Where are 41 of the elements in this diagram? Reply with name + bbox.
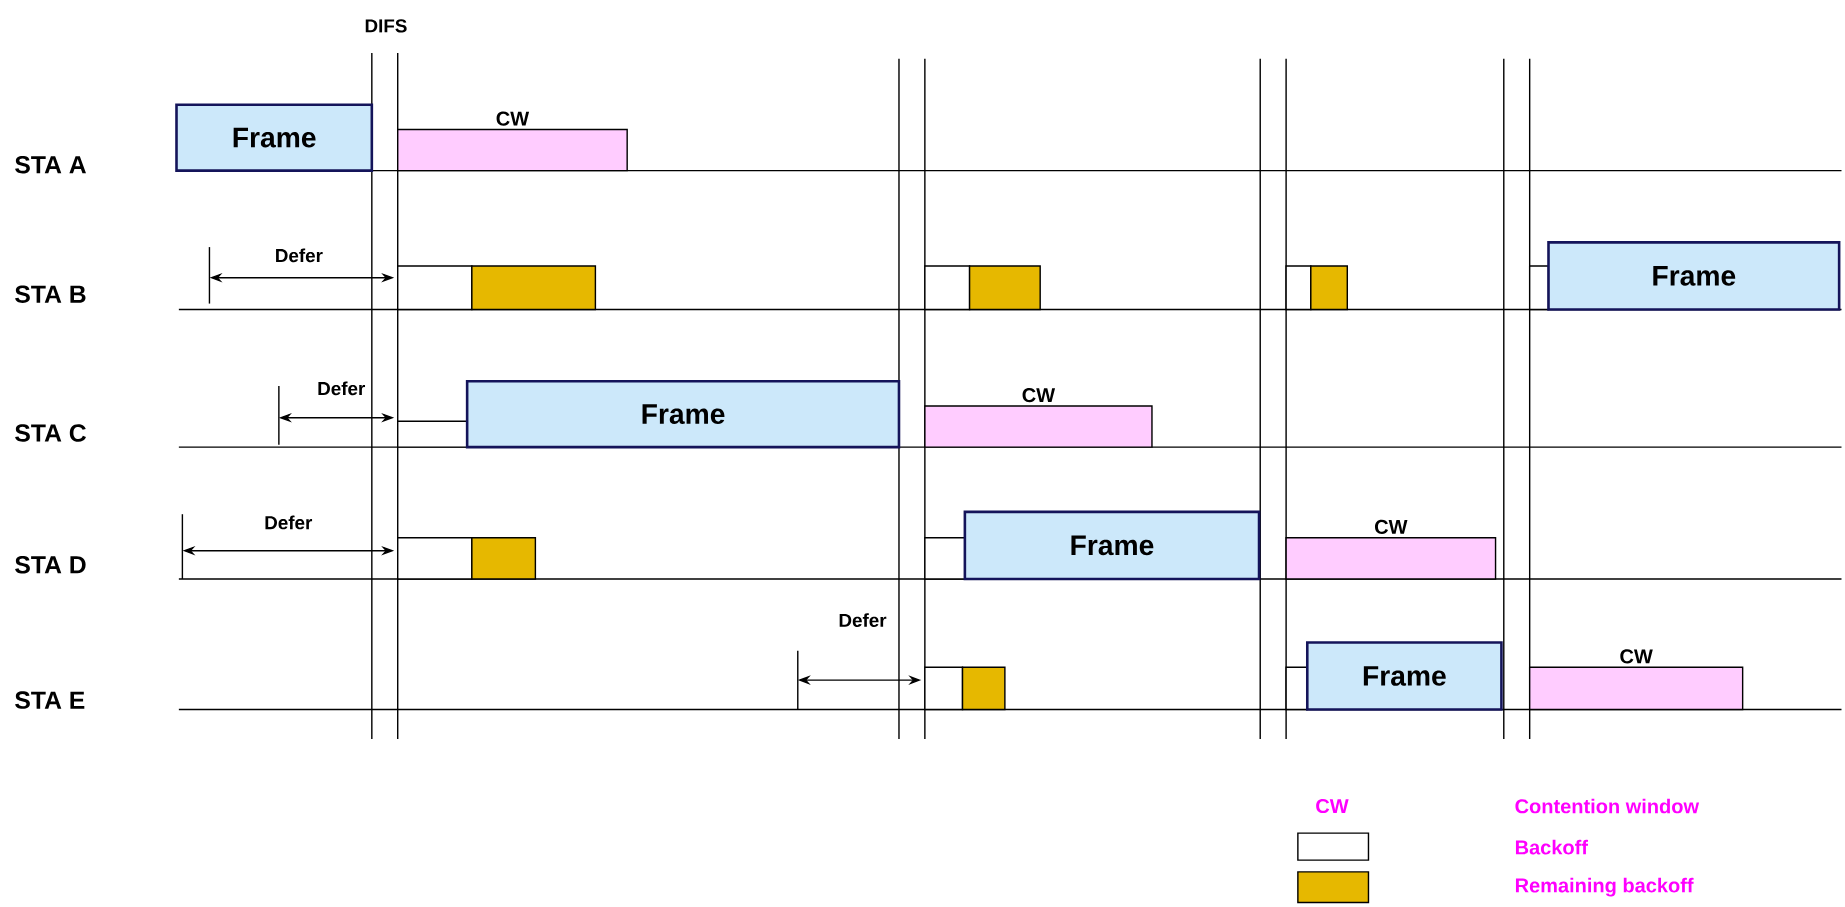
legend-text: Contention window — [1515, 798, 1700, 814]
frame-box: Frame — [175, 103, 374, 172]
station-label: STA C — [15, 424, 86, 442]
defer-label: Defer — [318, 381, 365, 396]
node-label: CW — [1022, 387, 1056, 403]
station-label: STA B — [15, 285, 86, 303]
node-label: CW — [496, 111, 530, 126]
contention-window-box: CW — [1528, 649, 1744, 711]
defer-label: Defer — [839, 613, 887, 627]
station-label: STA D — [15, 555, 86, 574]
backoff-box — [924, 666, 964, 711]
backoff-box — [397, 265, 473, 311]
backoff-box — [924, 265, 971, 311]
backoff-box — [924, 536, 966, 580]
frame-box: Frame — [963, 510, 1261, 581]
remaining-backoff-box — [961, 666, 1006, 711]
station-label: STA E — [15, 691, 85, 709]
node-label: CW — [1374, 519, 1408, 534]
backoff-box — [397, 536, 473, 580]
contention-window-box: CW — [1285, 519, 1497, 580]
remaining-backoff-box — [1310, 265, 1348, 311]
time-label: DIFS — [365, 19, 407, 33]
abbreviation-label: CW — [1316, 798, 1349, 813]
remaining-backoff-box — [471, 265, 597, 311]
defer-label: Defer — [276, 248, 323, 263]
defer-label: Defer — [265, 515, 313, 530]
backoff-box — [1285, 265, 1312, 311]
backoff-box — [1285, 666, 1308, 711]
node-label: CW — [1620, 649, 1653, 664]
station-label: STA A — [15, 155, 86, 174]
remaining-backoff-box — [968, 265, 1041, 311]
legend-text: Backoff — [1515, 839, 1588, 855]
legend-text: Remaining backoff — [1515, 877, 1694, 897]
backoff-box — [1528, 265, 1550, 311]
frame-box: Frame — [1547, 241, 1841, 311]
backoff-box — [397, 420, 468, 448]
frame-box: Frame — [1306, 641, 1503, 711]
remaining-backoff-box — [471, 536, 537, 580]
contention-window-box: CW — [397, 111, 628, 172]
contention-window-box: CW — [924, 387, 1153, 448]
frame-box: Frame — [465, 379, 901, 449]
